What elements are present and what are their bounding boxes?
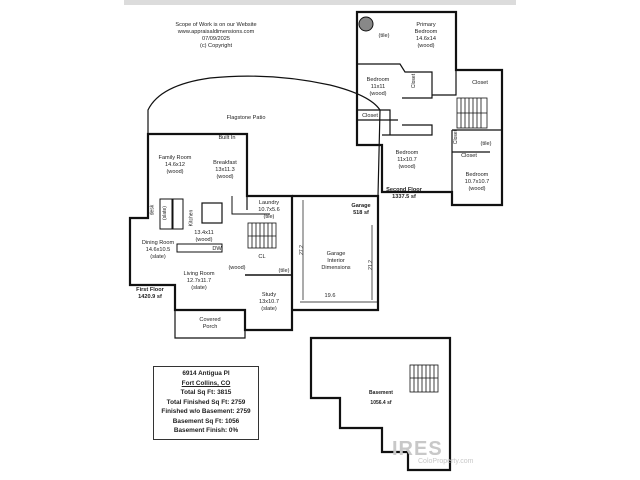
built-in-label: Built In xyxy=(218,135,236,141)
hall-floor-label: (wood) xyxy=(228,265,246,271)
garage-walls xyxy=(292,194,380,312)
second-floor-walls xyxy=(355,10,504,207)
desk-label: desk xyxy=(149,204,156,216)
property-info-box: 6914 Antigua Pl Fort Collins, CO Total S… xyxy=(153,366,259,440)
ires-logo-watermark: IRES xyxy=(392,438,443,460)
basement-finish: Basement Finish: 0% xyxy=(173,427,239,434)
patio-label: Flagstone Patio xyxy=(226,115,266,121)
garage-dim-bottom: 19.6 xyxy=(324,293,336,299)
kitchen-area: 13.4x11(wood) xyxy=(194,230,214,243)
kitchen-label: Kitchen xyxy=(188,209,195,227)
scope-text: Scope of Work is on our Website xyxy=(175,22,257,28)
garage-dim-right: 21.2 xyxy=(367,260,374,270)
scope-note: Scope of Work is on our Website www.appr… xyxy=(175,22,256,50)
address: 6914 Antigua Pl xyxy=(182,370,230,377)
garage-dim-left: 27.2 xyxy=(298,245,305,255)
closet-label: CL xyxy=(258,254,266,260)
top-bar xyxy=(124,0,516,5)
closet-label-5: Closet xyxy=(453,129,460,145)
city: Fort Collins, CO xyxy=(181,379,231,387)
closet-label-2: Closet xyxy=(362,113,378,119)
watermark-site: ColoProperty.com xyxy=(418,458,474,465)
date-text: 07/09/2025 xyxy=(201,36,230,42)
patio-outline xyxy=(147,75,381,197)
closet-label-1: Closet xyxy=(472,80,488,86)
finished-wo-basement: Finished w/o Basement: 2759 xyxy=(161,408,251,415)
bath2-floor: (tile) xyxy=(480,141,492,147)
basement-sqft: Basement Sq Ft: 1056 xyxy=(172,417,240,425)
closet-label-3: Closet xyxy=(461,153,477,159)
basement-walls xyxy=(309,336,452,472)
dw-label: DW xyxy=(212,246,222,252)
copyright-text: (c) Copyright xyxy=(199,43,233,49)
total-sqft: Total Sq Ft: 3815 xyxy=(180,389,232,396)
website-link[interactable]: www.appraisaldimensions.com xyxy=(177,29,255,35)
primary-bath-floor: (tile) xyxy=(378,33,390,39)
finished-sqft: Total Finished Sq Ft: 2759 xyxy=(166,398,246,406)
kitchen-floor-label: (slate) xyxy=(161,206,168,220)
bath-floor-label: (tile) xyxy=(278,268,290,274)
porch-outline xyxy=(174,310,246,339)
closet-label-4: Closet xyxy=(411,73,418,89)
